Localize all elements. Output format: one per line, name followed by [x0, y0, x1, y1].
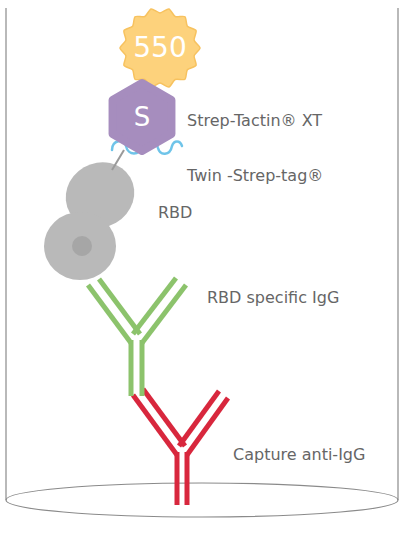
strep-tactin-hexagon: S: [104, 80, 180, 154]
dye-star: 550: [120, 8, 200, 88]
linker: [112, 150, 124, 170]
node-shape: [113, 83, 172, 151]
part-label: Capture anti-IgG: [233, 445, 365, 464]
well-wall: [5, 8, 6, 500]
node-label: S: [134, 104, 151, 130]
capture-antibody: [133, 389, 228, 505]
well-wall: [397, 8, 398, 500]
part-label: RBD specific IgG: [207, 288, 339, 307]
rbd-protein: [44, 150, 146, 280]
part-label: Twin -Strep-tag®: [187, 166, 323, 185]
part-label: Strep-Tactin® XT: [187, 111, 322, 130]
node-label: 550: [133, 34, 186, 62]
well-bottom: [6, 483, 398, 517]
rbd-igg: [88, 278, 186, 396]
node-shape: [120, 9, 200, 87]
part-label: RBD: [158, 203, 192, 222]
